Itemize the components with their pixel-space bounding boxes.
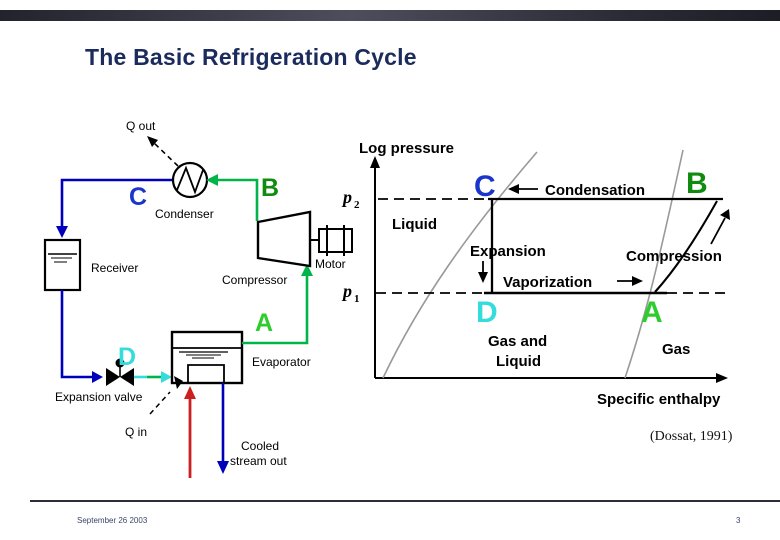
- pipe-evaporator-to-compressor: [242, 264, 313, 345]
- p1-tick-label: p: [341, 281, 352, 301]
- expansion-arrow: [478, 261, 488, 283]
- gas-and-liquid-label-line2: Liquid: [496, 353, 541, 370]
- pipe-valve-to-evaporator: [134, 371, 172, 383]
- compression-line: [654, 200, 718, 293]
- saturation-curve-liquid: [382, 151, 538, 379]
- saturation-curve-vapor: [624, 149, 684, 379]
- ph-chart: Log pressure Specific enthalpy p 2 p 1: [341, 140, 730, 408]
- footer-divider-line: [30, 500, 780, 502]
- q-in-arrow: [149, 376, 183, 415]
- p2-tick-subscript: 2: [354, 199, 360, 211]
- compressor-label: Compressor: [222, 273, 287, 287]
- cooled-stream-label-line1: Cooled: [241, 439, 279, 453]
- compressor-symbol: [256, 210, 312, 268]
- vaporization-arrow: [617, 276, 643, 286]
- p1-tick-subscript: 1: [354, 293, 360, 305]
- state-b-label: B: [261, 174, 279, 202]
- page-title: The Basic Refrigeration Cycle: [85, 44, 417, 70]
- motor-symbol: [310, 225, 353, 256]
- heat-in-arrow: [184, 386, 196, 478]
- condenser-label: Condenser: [155, 207, 214, 221]
- expansion-valve-label: Expansion valve: [55, 390, 143, 404]
- point-a-label: A: [641, 296, 663, 329]
- vaporization-label: Vaporization: [503, 274, 592, 291]
- q-in-label: Q in: [125, 425, 147, 439]
- evaporator-label: Evaporator: [252, 355, 311, 369]
- point-b-label: B: [686, 167, 708, 200]
- expansion-valve-symbol: [106, 358, 134, 386]
- expansion-label: Expansion: [470, 243, 546, 260]
- q-out-arrow: [147, 136, 179, 167]
- p2-tick-label: p: [341, 187, 352, 207]
- motor-label: Motor: [315, 257, 346, 271]
- compression-direction-arrow: [710, 209, 730, 245]
- x-axis-label: Specific enthalpy: [597, 391, 721, 408]
- condensation-label: Condensation: [545, 182, 645, 199]
- receiver-symbol: [43, 238, 82, 292]
- footer-page-number: 3: [736, 516, 741, 525]
- x-axis: [375, 373, 728, 383]
- y-axis: [370, 156, 380, 378]
- state-c-label: C: [129, 183, 147, 211]
- condenser-symbol: [171, 161, 209, 199]
- point-c-label: C: [474, 170, 496, 203]
- gas-region-label: Gas: [662, 341, 690, 358]
- refrigeration-flow-diagram: Q out C Condenser B: [43, 119, 353, 478]
- state-d-label: D: [118, 343, 136, 371]
- q-out-label: Q out: [126, 119, 156, 133]
- pipe-receiver-to-valve: [60, 290, 103, 383]
- pipe-compressor-to-condenser: [206, 174, 259, 221]
- gas-and-liquid-label-line1: Gas and: [488, 333, 547, 350]
- pipe-condenser-to-receiver: [56, 178, 173, 238]
- cooled-stream-label-line2: stream out: [230, 454, 287, 468]
- evaporator-symbol: [170, 330, 244, 385]
- receiver-label: Receiver: [91, 261, 138, 275]
- liquid-region-label: Liquid: [392, 216, 437, 233]
- point-d-label: D: [476, 296, 498, 329]
- footer-date: September 26 2003: [77, 516, 148, 525]
- state-a-label: A: [255, 309, 273, 337]
- citation: (Dossat, 1991): [650, 429, 733, 444]
- cooled-stream-arrow: [217, 383, 229, 474]
- top-decoration-bar: [0, 10, 780, 21]
- compression-label: Compression: [626, 248, 722, 265]
- condensation-arrow: [508, 184, 538, 194]
- y-axis-label: Log pressure: [359, 140, 454, 157]
